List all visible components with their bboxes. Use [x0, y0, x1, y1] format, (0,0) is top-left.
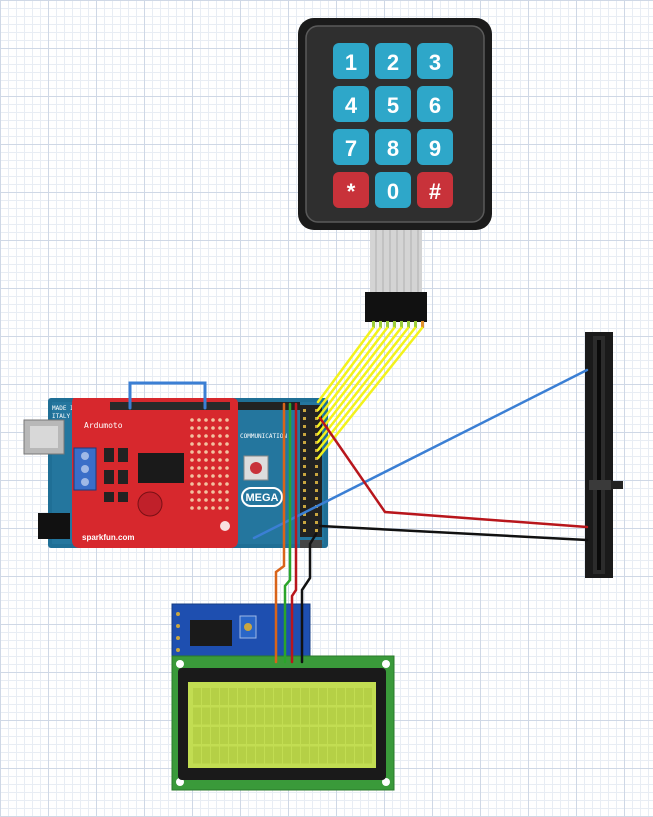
ardumoto-shield: Ardumoto sparkfun.com	[72, 398, 238, 548]
made-in-label: MADE IN	[52, 405, 78, 412]
key-label: 1	[345, 50, 357, 75]
keypad: 1 2 3 4 5 6 7 8 9 * 0 #	[298, 18, 492, 230]
key-label: 3	[429, 50, 441, 75]
proto-area	[190, 418, 229, 510]
key-8: 8	[375, 129, 411, 165]
key-hash: #	[417, 172, 453, 208]
mega-logo-frame	[241, 487, 283, 507]
country-label: ITALY	[52, 413, 70, 420]
key-4: 4	[333, 86, 369, 122]
key-label: 4	[345, 93, 358, 118]
key-label: 2	[387, 50, 399, 75]
lcd-character-grid	[193, 688, 372, 764]
sparkfun-logo: sparkfun.com	[82, 533, 134, 542]
wire-lcd-sda	[283, 402, 292, 664]
motor-driver-chip	[138, 453, 184, 483]
key-label: 6	[429, 93, 441, 118]
key-label: 8	[387, 136, 399, 161]
wires	[128, 326, 589, 664]
shield-name: Ardumoto	[84, 421, 123, 430]
lcd-display	[171, 655, 395, 791]
ribbon-cable	[370, 230, 422, 294]
wire-pot-gnd	[318, 524, 589, 542]
wire-lcd-scl	[274, 402, 286, 664]
reset-button	[243, 455, 269, 481]
communication-label: COMMUNICATION	[240, 433, 287, 440]
slide-potentiometer	[585, 332, 623, 578]
key-1: 1	[333, 43, 369, 79]
mega-logo: MEGA	[246, 492, 279, 504]
key-3: 3	[417, 43, 453, 79]
shield-header	[110, 402, 230, 410]
wire-pot-signal	[252, 368, 589, 540]
key-star: *	[333, 172, 369, 208]
key-label: *	[347, 179, 356, 204]
backpack-chip	[190, 620, 232, 646]
key-label: 0	[387, 179, 399, 204]
key-label: 5	[387, 93, 399, 118]
keypad-ribbon-cable	[365, 230, 427, 328]
key-6: 6	[417, 86, 453, 122]
key-5: 5	[375, 86, 411, 122]
key-label: #	[429, 179, 441, 204]
keypad-keys: 1 2 3 4 5 6 7 8 9 * 0 #	[333, 43, 453, 208]
top-header	[238, 402, 300, 410]
wire-pot-vcc	[318, 416, 589, 529]
key-label: 9	[429, 136, 441, 161]
ribbon-connector	[365, 292, 427, 322]
key-0: 0	[375, 172, 411, 208]
capacitor	[137, 491, 163, 517]
slider-knob	[589, 480, 611, 490]
wire-keypad-bundle	[316, 326, 424, 460]
key-7: 7	[333, 129, 369, 165]
key-2: 2	[375, 43, 411, 79]
key-label: 7	[345, 136, 357, 161]
wire-shield-jumper	[128, 381, 207, 410]
power-jack	[38, 513, 70, 539]
wire-lcd-gnd	[300, 532, 318, 664]
digital-header-right	[300, 405, 322, 537]
key-9: 9	[417, 129, 453, 165]
wire-lcd-vcc	[290, 402, 298, 664]
